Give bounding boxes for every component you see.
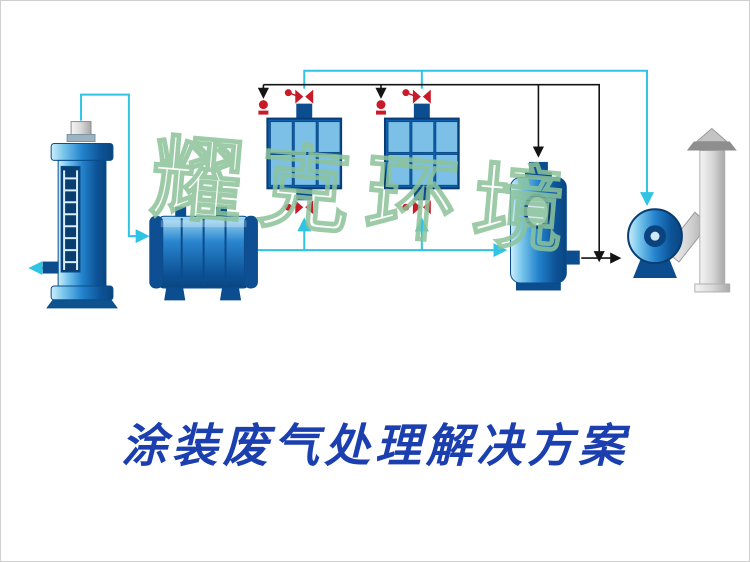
tank-nub — [216, 206, 228, 217]
ladder — [60, 165, 81, 273]
butterfly-valve — [284, 89, 314, 104]
ladder-rungs — [63, 170, 79, 271]
chimney — [664, 127, 737, 293]
buffer-base — [515, 282, 561, 291]
box-bottom-stub — [296, 188, 313, 201]
box-top-stub — [296, 103, 313, 119]
valves — [258, 89, 431, 215]
tank-highlight — [160, 220, 247, 228]
tank-cap-right — [243, 215, 258, 289]
butterfly-valve — [284, 200, 314, 215]
scrubber-tower — [42, 121, 118, 309]
carbon-box-1 — [266, 103, 343, 201]
stack-body — [699, 149, 726, 287]
stack-base — [694, 283, 731, 293]
carbon-box-2 — [383, 103, 460, 201]
box-panels — [387, 121, 459, 186]
pipes-black — [257, 83, 622, 264]
butterfly-valve — [402, 200, 431, 215]
tank-ribs — [180, 218, 227, 286]
fan-hub — [650, 231, 660, 241]
buffer-side-stub — [565, 250, 580, 265]
tank-nub — [175, 206, 187, 217]
pipe-segment — [303, 69, 655, 207]
scrubber-top-flange — [50, 142, 114, 161]
pipes-cyan — [28, 69, 655, 276]
tank-cap-left — [149, 215, 164, 289]
pipe-segment — [263, 83, 605, 263]
butterfly-valve — [402, 89, 431, 104]
sight-glass — [523, 193, 552, 229]
stack-cap-cone — [695, 127, 729, 142]
fan-base — [633, 258, 677, 279]
scrubber-drain-stub — [42, 261, 59, 274]
buffer-tank — [510, 161, 580, 291]
diagram-title: 涂装废气处理解决方案 — [121, 420, 631, 471]
box-panels — [269, 121, 341, 186]
box-bottom-stub — [413, 188, 430, 201]
flange-valve — [375, 100, 386, 115]
box-top-stub — [413, 103, 430, 119]
filter-tank — [149, 206, 258, 301]
tank-leg — [164, 287, 186, 301]
tank-leg — [219, 287, 242, 301]
scrubber-base — [46, 299, 118, 309]
pipe-segment — [80, 93, 150, 244]
centrifugal-fan — [627, 208, 683, 279]
scrubber-cap-flange — [66, 134, 96, 142]
stack-cap-brim — [686, 141, 737, 151]
scrubber-bottom-flange — [50, 285, 114, 301]
flange-valve — [258, 100, 269, 115]
